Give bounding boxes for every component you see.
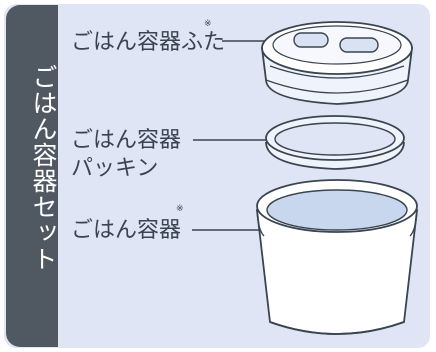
lid-label: ごはん容器ふた	[71, 30, 226, 55]
lid-part	[260, 21, 414, 105]
container-label: ごはん容器	[71, 218, 182, 243]
container-note-mark: ※	[176, 204, 184, 214]
lid-note-mark: ※	[204, 19, 212, 29]
side-title: ごはん容器セット	[29, 64, 58, 272]
container-part	[255, 179, 419, 335]
side-tab	[6, 5, 58, 347]
packing-label-line2: パッキン	[71, 156, 159, 181]
packing-label-line1: ごはん容器	[71, 128, 182, 153]
packing-part	[265, 115, 405, 170]
